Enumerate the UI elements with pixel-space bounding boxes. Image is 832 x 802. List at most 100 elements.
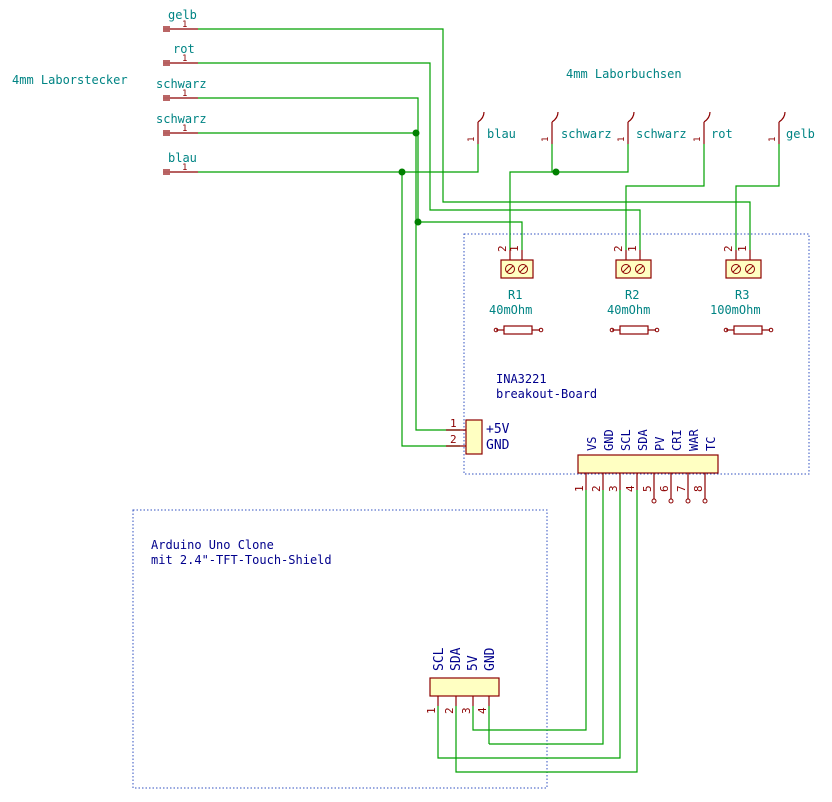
power-pin-number: 1 bbox=[450, 417, 457, 430]
ina-pin-number: 6 bbox=[658, 485, 671, 492]
socket-schwarz-2: 1 schwarz bbox=[617, 111, 687, 144]
resistor-pin-label: 2 bbox=[612, 245, 625, 252]
socket-blau: 1 blau bbox=[467, 111, 516, 144]
plug-rot: rot 1 bbox=[163, 42, 198, 66]
resistor-pin-label: 1 bbox=[736, 245, 749, 252]
ina-signal-label: SDA bbox=[636, 429, 650, 451]
ina-pin-number: 3 bbox=[607, 485, 620, 492]
plug-pin-number: 1 bbox=[182, 163, 187, 173]
ina3221-subtitle: breakout-Board bbox=[496, 387, 597, 401]
plug-pin-number: 1 bbox=[182, 54, 187, 64]
plug-label: blau bbox=[168, 151, 197, 165]
wire-scl-scl bbox=[437, 490, 621, 759]
plug-label: schwarz bbox=[156, 112, 207, 126]
socket-label: schwarz bbox=[636, 127, 687, 141]
wire-sda-sda bbox=[455, 490, 638, 773]
socket-label: gelb bbox=[786, 127, 815, 141]
arduino-board-outline bbox=[132, 509, 548, 789]
wire-gnd bbox=[401, 172, 460, 447]
arduino-pin-number: 1 bbox=[425, 707, 438, 714]
plug-label: schwarz bbox=[156, 77, 207, 91]
wire-schwarz-sockets bbox=[551, 144, 629, 173]
arduino-signal-label: SDA bbox=[449, 647, 464, 671]
socket-pin-number: 1 bbox=[617, 137, 627, 142]
resistor-r2: 2 1 R2 40mOhm bbox=[607, 245, 660, 335]
laborbuchsen-label: 4mm Laborbuchsen bbox=[566, 67, 682, 81]
socket-gelb: 1 gelb bbox=[768, 111, 815, 144]
junction-blau bbox=[398, 168, 406, 176]
wire-gnd-gnd bbox=[489, 490, 604, 745]
ina-signal-label: TC bbox=[704, 437, 718, 451]
plug-label: rot bbox=[173, 42, 195, 56]
plugs: gelb 1 rot 1 schwarz 1 schwarz 1 bbox=[156, 8, 207, 175]
ina-pin-number: 2 bbox=[590, 485, 603, 492]
power-signal-label: +5V bbox=[486, 422, 510, 437]
junction-r1 bbox=[414, 218, 422, 226]
plug-schwarz-2: schwarz 1 bbox=[156, 112, 207, 136]
junction-schwarz bbox=[412, 129, 420, 137]
socket-pin-number: 1 bbox=[467, 137, 477, 142]
resistor-r3: 2 1 R3 100mOhm bbox=[710, 245, 774, 335]
resistor-ref: R1 bbox=[508, 288, 522, 302]
ina-signal-label: SCL bbox=[619, 429, 633, 451]
ina-pin-number: 5 bbox=[641, 485, 654, 492]
wire-blau bbox=[198, 144, 479, 173]
ina-pin-number: 8 bbox=[692, 485, 705, 492]
socket-label: blau bbox=[487, 127, 516, 141]
ina-signal-label: GND bbox=[602, 429, 616, 451]
socket-pin-number: 1 bbox=[541, 137, 551, 142]
wire-vs-5v bbox=[472, 490, 587, 731]
socket-pin-number: 1 bbox=[768, 137, 778, 142]
ina3221-header: VS GND SCL SDA PV CRI WAR TC 1 2 3 4 5 6… bbox=[573, 429, 719, 504]
laborstecker-label: 4mm Laborstecker bbox=[12, 73, 128, 87]
plug-blau: blau 1 bbox=[163, 151, 198, 175]
resistor-pin-label: 1 bbox=[626, 245, 639, 252]
resistor-value: 100mOhm bbox=[710, 303, 761, 317]
ina-signal-label: CRI bbox=[670, 429, 684, 451]
junction-schwarz-socket bbox=[552, 168, 560, 176]
wire-rot-socket bbox=[625, 144, 705, 250]
resistor-ref: R3 bbox=[735, 288, 749, 302]
resistor-pin-label: 1 bbox=[508, 245, 521, 252]
resistor-ref: R2 bbox=[625, 288, 639, 302]
arduino-pin-number: 2 bbox=[443, 707, 456, 714]
socket-label: rot bbox=[711, 127, 733, 141]
wire-gelb bbox=[198, 28, 751, 250]
arduino-header: SCL SDA 5V GND 1 2 3 4 bbox=[425, 647, 500, 714]
sockets: 1 blau 1 schwarz 1 schwarz 1 rot 1 gelb bbox=[467, 111, 815, 144]
resistor-pin-label: 2 bbox=[496, 245, 509, 252]
wire-r1-pin2 bbox=[509, 171, 552, 250]
resistor-r1: 2 1 R1 40mOhm bbox=[489, 245, 544, 335]
power-signal-label: GND bbox=[486, 438, 510, 453]
socket-label: schwarz bbox=[561, 127, 612, 141]
ina3221-title: INA3221 bbox=[496, 372, 547, 386]
plug-label: gelb bbox=[168, 8, 197, 22]
socket-rot: 1 rot bbox=[693, 111, 733, 144]
plug-pin-number: 1 bbox=[182, 20, 187, 30]
resistor-pin-label: 2 bbox=[722, 245, 735, 252]
wire-schwarz-1 bbox=[198, 97, 523, 250]
ina-pin-number: 4 bbox=[624, 485, 637, 492]
wire-schwarz-2 bbox=[198, 132, 460, 431]
ina-signal-label: PV bbox=[653, 437, 667, 451]
ina-pin-number: 1 bbox=[573, 485, 586, 492]
power-pin-number: 2 bbox=[450, 433, 457, 446]
socket-schwarz-1: 1 schwarz bbox=[541, 111, 612, 144]
resistor-value: 40mOhm bbox=[607, 303, 650, 317]
arduino-signal-label: SCL bbox=[432, 647, 447, 671]
arduino-subtitle: mit 2.4"-TFT-Touch-Shield bbox=[151, 553, 332, 567]
arduino-signal-label: 5V bbox=[466, 655, 481, 671]
arduino-signal-label: GND bbox=[483, 647, 498, 671]
wire-gelb-socket bbox=[735, 144, 780, 250]
plug-gelb: gelb 1 bbox=[163, 8, 198, 32]
arduino-title: Arduino Uno Clone bbox=[151, 538, 274, 552]
plug-schwarz-1: schwarz 1 bbox=[156, 77, 207, 101]
power-connector: 1 2 +5V GND bbox=[446, 417, 510, 455]
resistors: 2 1 R1 40mOhm 2 1 R2 40m bbox=[489, 245, 774, 335]
plug-pin-number: 1 bbox=[182, 124, 187, 134]
ina-signal-label: VS bbox=[585, 437, 599, 451]
ina-signal-label: WAR bbox=[687, 429, 701, 451]
arduino-pin-number: 3 bbox=[460, 707, 473, 714]
socket-pin-number: 1 bbox=[693, 137, 703, 142]
